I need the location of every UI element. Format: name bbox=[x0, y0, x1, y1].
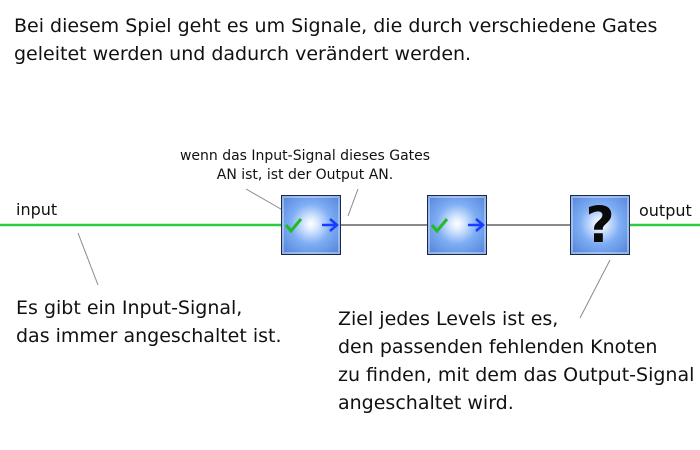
goal-note-line-1: Ziel jedes Levels ist es, bbox=[338, 308, 559, 330]
input-label: input bbox=[16, 200, 58, 219]
gate-2-symbols bbox=[430, 218, 485, 234]
gate-note-pointer bbox=[245, 188, 287, 213]
goal-note-line-3: zu finden, mit dem das Output-Signal bbox=[338, 364, 695, 386]
arrow-right-icon bbox=[468, 218, 485, 232]
output-label: output bbox=[639, 201, 692, 220]
input-note-pointer bbox=[77, 232, 99, 286]
goal-note-line-2: den passenden fehlenden Knoten bbox=[338, 336, 658, 358]
goal-note-line-4: angeschaltet wird. bbox=[338, 392, 514, 414]
identity-gate-2[interactable] bbox=[427, 195, 487, 255]
intro-text: Bei diesem Spiel geht es um Signale, die… bbox=[14, 15, 658, 65]
input-note-line-2: das immer angeschaltet ist. bbox=[16, 325, 282, 347]
gate-1-symbols bbox=[284, 218, 339, 234]
question-mark-icon: ? bbox=[585, 196, 615, 254]
gate-note: wenn das Input-Signal dieses Gates AN is… bbox=[170, 147, 440, 185]
goal-note: Ziel jedes Levels ist es, den passenden … bbox=[338, 305, 694, 417]
check-icon bbox=[430, 218, 449, 234]
input-note: Es gibt ein Input-Signal, das immer ange… bbox=[16, 294, 282, 350]
identity-gate-1[interactable] bbox=[281, 195, 341, 255]
gate-note-line-2: AN ist, ist der Output AN. bbox=[216, 167, 394, 183]
gate-note-pointer-2 bbox=[347, 188, 359, 217]
arrow-right-icon bbox=[322, 218, 339, 232]
unknown-gate[interactable]: ? bbox=[570, 195, 630, 255]
goal-note-pointer bbox=[579, 259, 611, 319]
gate-note-line-1: wenn das Input-Signal dieses Gates bbox=[179, 148, 431, 164]
input-note-line-1: Es gibt ein Input-Signal, bbox=[16, 297, 243, 319]
check-icon bbox=[284, 218, 303, 234]
